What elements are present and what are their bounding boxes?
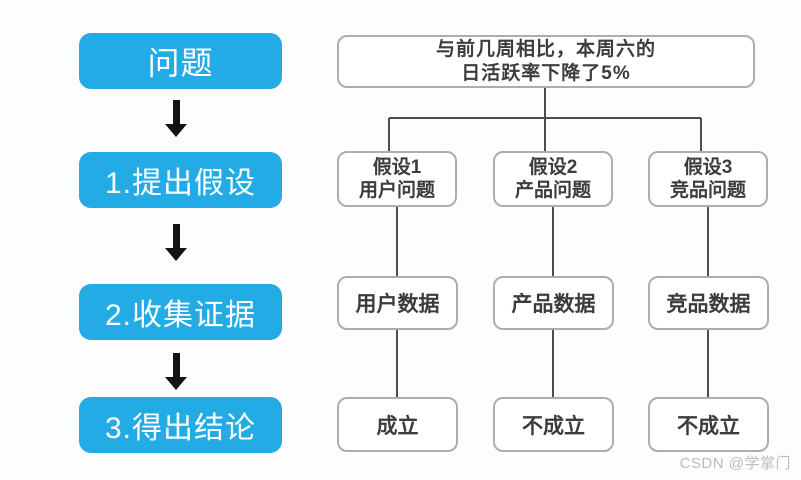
hypothesis-box: 假设2 产品问题	[493, 151, 613, 207]
step-box-problem: 问题	[79, 33, 282, 89]
down-arrow-icon	[165, 224, 187, 261]
hypothesis-title: 假设1	[372, 157, 422, 178]
hypothesis-title: 假设3	[683, 157, 733, 178]
step-label: 问题	[147, 45, 214, 81]
conclusion-box: 不成立	[648, 397, 769, 452]
step-box-draw-conclusion: 3.得出结论	[79, 397, 282, 453]
arrow-head	[165, 124, 187, 137]
evidence-box: 竞品数据	[648, 276, 769, 330]
hypothesis-box: 假设1 用户问题	[337, 151, 457, 207]
evidence-label: 用户数据	[355, 293, 440, 316]
arrow-stem	[172, 100, 180, 124]
evidence-label: 竞品数据	[666, 293, 751, 316]
evidence-box: 用户数据	[337, 276, 458, 330]
conclusion-box: 不成立	[493, 397, 614, 452]
down-arrow-icon	[165, 353, 187, 390]
problem-statement-box: 与前几周相比，本周六的 日活跃率下降了5%	[337, 35, 755, 88]
step-label: 3.得出结论	[104, 412, 257, 445]
watermark: CSDN @学掌门	[679, 455, 791, 472]
hypothesis-box: 假设3 竞品问题	[648, 151, 768, 207]
down-arrow-icon	[165, 100, 187, 137]
conclusion-box: 成立	[337, 397, 458, 452]
problem-statement-line2: 日活跃率下降了5%	[461, 62, 631, 84]
arrow-head	[165, 248, 187, 261]
step-label: 1.提出假设	[104, 167, 257, 200]
evidence-label: 产品数据	[511, 293, 596, 316]
arrow-stem	[172, 353, 180, 377]
evidence-box: 产品数据	[493, 276, 614, 330]
conclusion-label: 不成立	[522, 414, 585, 438]
hypothesis-detail: 产品问题	[514, 180, 591, 201]
arrow-stem	[172, 224, 180, 248]
hypothesis-detail: 用户问题	[358, 180, 435, 201]
step-box-collect-evidence: 2.收集证据	[79, 284, 282, 340]
problem-statement-line1: 与前几周相比，本周六的	[435, 38, 656, 60]
arrow-head	[165, 377, 187, 390]
conclusion-label: 不成立	[677, 414, 740, 438]
step-label: 2.收集证据	[104, 299, 257, 332]
step-box-propose-hypothesis: 1.提出假设	[79, 152, 282, 208]
hypothesis-detail: 竞品问题	[669, 180, 746, 201]
conclusion-label: 成立	[376, 414, 419, 438]
hypothesis-title: 假设2	[528, 157, 578, 178]
